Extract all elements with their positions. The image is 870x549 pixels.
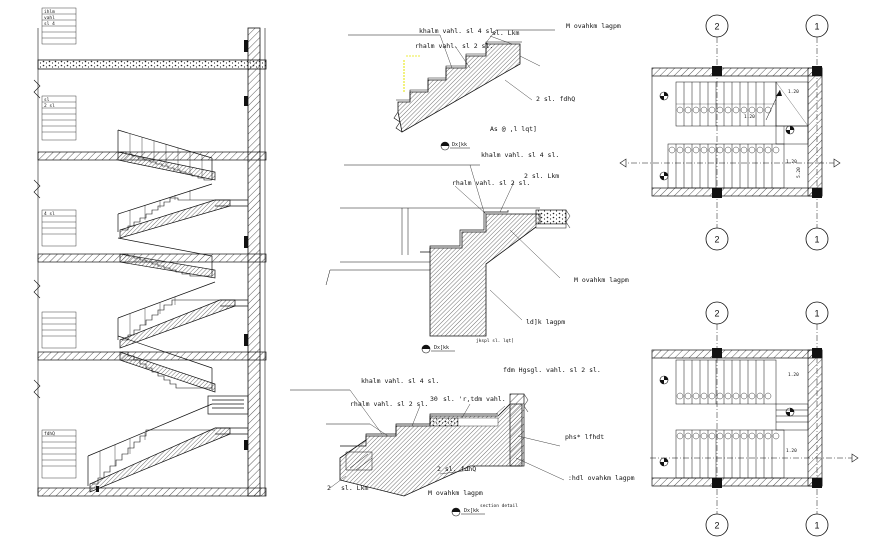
detail-2-mid-note: rhalm vahl. sl 2 sl.	[452, 179, 530, 187]
detail-1-riser-note: khalm vahl. sl 4 sl.	[419, 27, 497, 35]
plan-lower-dim: 1.20	[786, 448, 797, 454]
stair-plan-upper: 2 1 2 1	[619, 14, 841, 251]
grid-bubble: 1	[805, 301, 829, 325]
detail-2-top-note: khalm vahl. sl 4 sl.	[481, 151, 559, 159]
note-row: 4 sl	[44, 211, 55, 217]
detail-2-small-note: jkspl sl. lqt]	[476, 338, 514, 344]
grid-bubble: 1	[805, 14, 829, 38]
level-marker	[659, 91, 669, 101]
level-marker	[785, 125, 795, 135]
detail-1-tread-note: rhalm vahl. sl 2 sl.	[415, 42, 493, 50]
detail-1-title: Dx[kk	[440, 141, 470, 151]
detail-1-title-text: Dx[kk	[452, 142, 467, 148]
detail-3-bottom-note: 2 sl. fdhQ	[437, 465, 476, 473]
detail-3-right-note-2: :hdl ovahkm lagpm	[568, 474, 635, 482]
detail-1-nosing-note: sl. Lkm	[492, 29, 519, 37]
detail-3-right-note: phs* lfhdt	[565, 433, 604, 441]
section-notes	[41, 7, 77, 479]
svg-text:2: 2	[714, 521, 719, 531]
detail-1-scale-note: As @ ,l lqt]	[490, 125, 537, 133]
stair-plan-lower: 2 1 2 1	[650, 301, 859, 537]
stair-detail-1: khalm vahl. sl 4 sl. rhalm vahl. sl 2 sl…	[348, 22, 621, 151]
detail-3-top-note: fdm Hgsgl. vahl. sl 2 sl.	[503, 366, 601, 374]
plan-upper-dim: 1.20	[788, 89, 799, 95]
svg-text:1: 1	[814, 521, 819, 531]
detail-1-bottom-note: 2 sl. fdhQ	[536, 95, 575, 103]
detail-2-nosing-note: 2 sl. Lkm	[524, 172, 559, 180]
level-marker	[659, 171, 669, 181]
note-row: sl 4	[44, 21, 55, 27]
svg-text:1: 1	[814, 309, 819, 319]
plan-upper-dim-side: 5.20	[796, 167, 802, 178]
plan-upper-treads	[675, 81, 777, 127]
detail-1-top-note: M ovahkm lagpm	[566, 22, 621, 30]
grid-bubble: 1	[805, 513, 829, 537]
detail-3-title: Dx[kk	[451, 507, 485, 517]
floor-slabs	[37, 59, 267, 497]
level-marker	[785, 407, 795, 417]
stair-detail-3: fdm Hgsgl. vahl. sl 2 sl. khalm vahl. sl…	[290, 366, 635, 517]
handrails	[87, 129, 216, 486]
detail-3-num-30: 30	[430, 395, 438, 403]
grid-bubble: 2	[705, 513, 729, 537]
stair-detail-2: khalm vahl. sl 4 sl. rhalm vahl. sl 2 sl…	[325, 151, 629, 354]
svg-text:2: 2	[714, 22, 719, 32]
plan-upper-dim: 1.20	[786, 159, 797, 165]
note-row: fdhQ	[44, 431, 55, 437]
detail-3-title-text: Dx[kk	[464, 508, 479, 514]
detail-3-bot-note: M ovahkm lagpm	[428, 489, 483, 497]
detail-2-right-note: M ovahkm lagpm	[574, 276, 629, 284]
note-row: 2 sl	[44, 103, 55, 109]
grid-bubble: 2	[705, 301, 729, 325]
note-row: ihlm	[44, 9, 55, 15]
detail-2-title-text: Dx[kk	[434, 345, 449, 351]
detail-3-left-num: 2	[327, 484, 331, 492]
level-marker	[659, 375, 669, 385]
detail-3-lkm-note: sl. Lkm	[341, 484, 368, 492]
plan-upper-dim-small: 1.20	[744, 114, 755, 120]
detail-3-riser-note: khalm vahl. sl 4 sl.	[361, 377, 439, 385]
grid-bubble: 1	[805, 227, 829, 251]
svg-text:1: 1	[814, 22, 819, 32]
stair-flights	[89, 151, 236, 493]
svg-text:2: 2	[714, 309, 719, 319]
svg-text:1: 1	[814, 235, 819, 245]
note-row: sl	[44, 97, 50, 103]
grid-bubble: 2	[705, 227, 729, 251]
building-section: ihlm vahl sl 4 sl 2 sl 4 sl fdhQ	[33, 7, 267, 497]
detail-2-title: Dx[kk	[421, 344, 455, 354]
section-note-labels: ihlm vahl sl 4 sl 2 sl 4 sl fdhQ	[44, 9, 55, 437]
detail-3-tread-note: rhalm vahl. sl 2 sl.	[350, 400, 428, 408]
detail-2-beam-note: ld]k lagpm	[526, 318, 565, 326]
plan-lower-treads	[667, 143, 785, 189]
plan-lower-dim: 1.20	[788, 372, 799, 378]
svg-text:2: 2	[714, 235, 719, 245]
level-marker	[659, 457, 669, 467]
grid-bubble: 2	[705, 14, 729, 38]
detail-3-edge-note: sl. 'r,tdm vahl.	[443, 395, 506, 403]
detail-3-subtitle: section detail	[480, 503, 518, 509]
stair-steps	[92, 151, 220, 485]
note-row: vahl	[44, 15, 55, 21]
